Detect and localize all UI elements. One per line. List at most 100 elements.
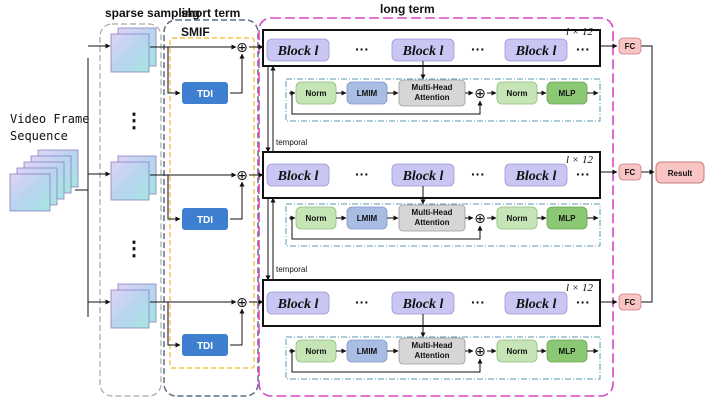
mlp-label: MLP	[559, 214, 577, 223]
block-l-label: Block l	[277, 169, 319, 184]
short-term-region	[163, 19, 259, 397]
result-label: Result	[668, 169, 693, 178]
ellipsis-c: ···	[576, 41, 590, 57]
merge-plus: ⊕	[236, 40, 248, 56]
sampled-frame-front	[110, 161, 150, 201]
smif-label: SMIF	[181, 25, 210, 39]
tdi-box	[182, 334, 228, 356]
residual-skip	[291, 351, 483, 373]
residual-plus: ⊕	[474, 211, 486, 227]
block-expansion-frame	[285, 203, 601, 247]
ellipsis-a: ···	[355, 166, 369, 182]
branch-to-tdi	[167, 47, 181, 96]
tdi-label: TDI	[197, 215, 213, 226]
lmim-label: LMIM	[357, 347, 378, 356]
block-group-frame	[262, 151, 601, 199]
repeat-label: l × 12	[566, 154, 593, 166]
block-l	[266, 38, 330, 62]
block-l-label: Block l	[515, 44, 557, 59]
tdi-to-plus	[230, 181, 245, 220]
mha-label-line2: Attention	[414, 351, 449, 360]
vertical-ellipsis-2: ⋮	[124, 238, 144, 260]
block-l-label: Block l	[402, 44, 444, 59]
tdi-box	[182, 208, 228, 230]
ellipsis-a: ···	[355, 294, 369, 310]
video-frame-label-line2: Sequence	[10, 129, 68, 143]
norm-label-2: Norm	[507, 214, 528, 223]
block-expansion-frame	[285, 336, 601, 380]
video-frame-label-line1: Video Frame	[10, 112, 89, 126]
residual-skip	[291, 218, 483, 240]
block-l	[266, 163, 330, 187]
norm-label: Norm	[306, 89, 327, 98]
smif-region	[169, 37, 255, 369]
branch-to-tdi	[167, 175, 181, 222]
tdi-to-plus	[230, 308, 245, 346]
sampled-frame-front	[110, 33, 150, 73]
fc-label: FC	[625, 298, 636, 307]
mlp-label: MLP	[559, 347, 577, 356]
fc-box	[618, 293, 642, 311]
fc-label: FC	[625, 42, 636, 51]
norm-label-2: Norm	[507, 347, 528, 356]
lmim-label: LMIM	[357, 89, 378, 98]
ellipsis-c: ···	[576, 166, 590, 182]
ellipsis-c: ···	[576, 294, 590, 310]
temporal-label: temporal	[276, 138, 307, 147]
fc-label: FC	[625, 168, 636, 177]
vertical-ellipsis-1: ⋮	[124, 110, 144, 132]
block-l	[504, 38, 568, 62]
tdi-label: TDI	[197, 89, 213, 100]
temporal-label: temporal	[276, 265, 307, 274]
input-frame-stack	[9, 149, 79, 212]
merge-plus: ⊕	[236, 168, 248, 184]
ellipsis-b: ···	[471, 294, 485, 310]
residual-skip	[291, 93, 483, 115]
repeat-label: l × 12	[566, 282, 593, 294]
fc1-to-result	[641, 45, 655, 175]
ellipsis-b: ···	[471, 166, 485, 182]
block-l-label: Block l	[402, 297, 444, 312]
sampled-frame-front	[110, 289, 150, 329]
tdi-box	[182, 82, 228, 104]
mha-label-line1: Multi-Head	[412, 341, 453, 350]
mha-label-line1: Multi-Head	[412, 208, 453, 217]
repeat-label: l × 12	[566, 26, 593, 38]
ellipsis-b: ···	[471, 41, 485, 57]
sparse-sampling-region	[99, 23, 162, 397]
block-l-label: Block l	[277, 44, 319, 59]
block-l-label: Block l	[277, 297, 319, 312]
short-term-label: short term	[181, 6, 240, 20]
block-l	[504, 163, 568, 187]
fc3-to-result	[641, 172, 653, 303]
connectors	[75, 43, 655, 317]
fc-box	[618, 37, 642, 55]
long-term-label: long term	[380, 2, 435, 16]
lmim-label: LMIM	[357, 214, 378, 223]
mha-label-line2: Attention	[414, 93, 449, 102]
block-group-frame	[262, 279, 601, 327]
block-l-label: Block l	[402, 169, 444, 184]
sparse-sampling-label: sparse sampling	[105, 6, 200, 20]
norm-label-2: Norm	[507, 89, 528, 98]
norm-label: Norm	[306, 214, 327, 223]
norm-label: Norm	[306, 347, 327, 356]
fc-box	[618, 163, 642, 181]
mha-label-line1: Multi-Head	[412, 83, 453, 92]
input-frame	[9, 173, 51, 212]
block-group-frame	[262, 29, 601, 67]
block-expansion-frame	[285, 78, 601, 122]
tdi-to-plus	[230, 53, 245, 94]
block-l	[266, 291, 330, 315]
block-l	[504, 291, 568, 315]
tdi-label: TDI	[197, 341, 213, 352]
residual-plus: ⊕	[474, 86, 486, 102]
branch-to-tdi	[167, 302, 181, 348]
merge-plus: ⊕	[236, 295, 248, 311]
mlp-label: MLP	[559, 89, 577, 98]
